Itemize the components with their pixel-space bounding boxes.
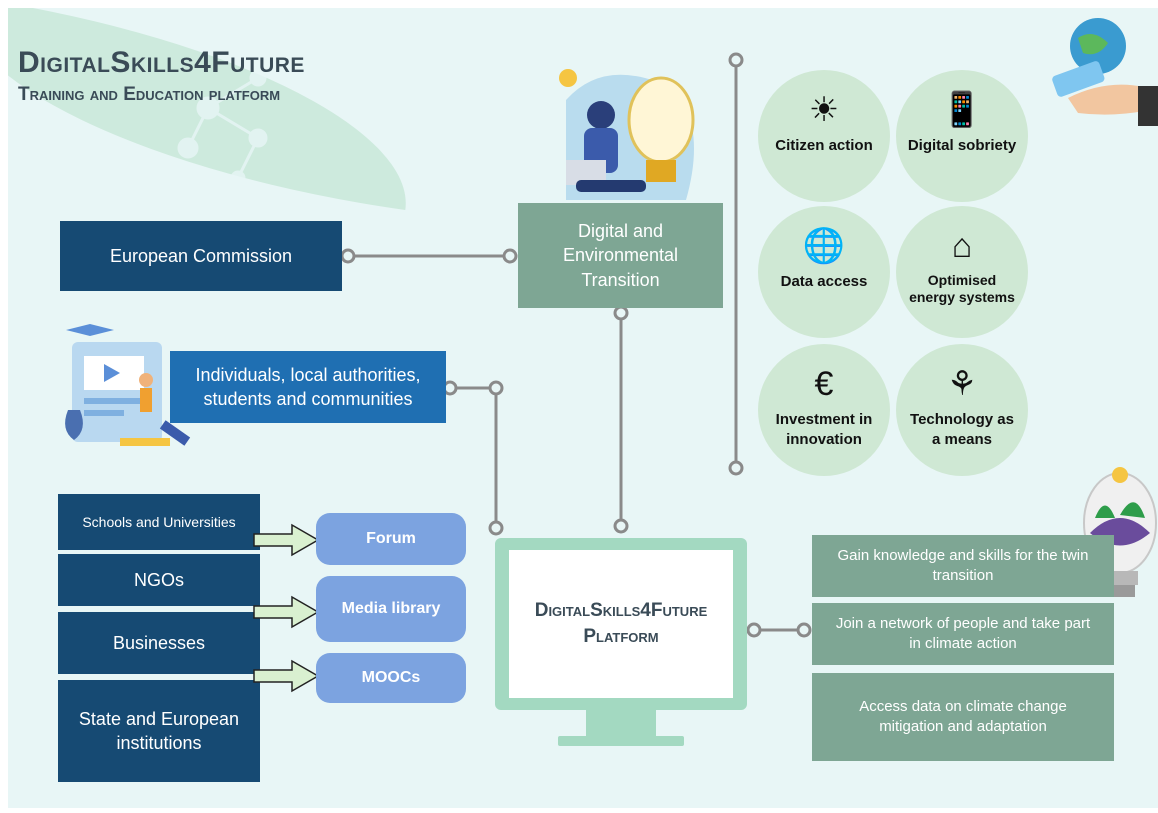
theme-investment: € Investment in innovation [758,344,890,476]
theme-optimised-energy: ⌂ Optimised energy systems [896,206,1028,338]
outcome-label: Gain knowledge and skills for the twin t… [837,546,1089,584]
arrow-to-media-library [253,595,320,629]
arrow-to-forum [253,523,320,557]
page-title: DigitalSkills4Future Training and Educat… [18,46,305,106]
stakeholder-label: State and European institutions [78,708,240,753]
house-plug-icon: ⌂ [951,227,973,265]
connector-lines [340,52,812,638]
arrow-to-moocs [253,659,320,693]
stakeholder-label: Schools and Universities [82,513,236,530]
transition-label: Digital and Environmental Transition [562,221,679,290]
theme-digital-sobriety: 📱 Digital sobriety [896,70,1028,202]
globe-hand-illustration [1052,18,1158,126]
moocs-pill: MOOCs [316,653,466,703]
stakeholder-box-institutions: State and European institutions [58,680,260,782]
diagram-canvas: DigitalSkills4Future Training and Educat… [8,8,1158,808]
hands-euro-icon: € [814,365,834,403]
platform-monitor: DigitalSkills4Future Platform [495,538,747,710]
outcome-label: Join a network of people and take part i… [835,614,1091,652]
platform-screen: DigitalSkills4Future Platform [509,550,733,698]
stakeholder-box-schools: Schools and Universities [58,494,260,550]
outcome-label: Access data on climate change mitigation… [859,697,1067,735]
theme-label: Data access [780,273,868,290]
platform-label-line1: DigitalSkills4Future [534,600,708,622]
platform-label-line2: Platform [583,626,659,647]
monitor-stand [586,710,656,738]
individuals-label: Individuals, local authorities, students… [195,364,421,409]
stakeholder-label: NGOs [133,569,184,590]
outcome-box-knowledge: Gain knowledge and skills for the twin t… [812,535,1114,597]
stakeholder-box-businesses: Businesses [58,612,260,674]
network-graphic [177,69,268,186]
outcome-box-data: Access data on climate change mitigation… [812,673,1114,761]
european-commission-box: European Commission [60,221,342,291]
stakeholder-box-ngos: NGOs [58,554,260,606]
theme-label: Investment in innovation [775,411,873,448]
sun-people-icon: ☀ [808,91,840,129]
theme-data-access: 🌐 Data access [758,206,890,338]
outcome-box-network: Join a network of people and take part i… [812,603,1114,665]
theme-label: Digital sobriety [907,137,1017,154]
student-screen-illustration [65,324,191,446]
european-commission-label: European Commission [109,245,293,266]
theme-label: Technology as a means [910,411,1014,448]
stakeholder-label: Businesses [112,632,206,653]
person-laptop-illustration [559,69,695,200]
phone-leaf-icon: 📱 [940,91,984,129]
individuals-box: Individuals, local authorities, students… [170,351,446,423]
theme-label: Citizen action [775,137,873,154]
theme-technology: ⚘ Technology as a means [896,344,1028,476]
monitor-base [558,736,684,746]
media-library-pill: Media library [316,576,466,642]
globe-icon: 🌐 [802,227,846,265]
tool-label: MOOCs [361,669,421,686]
tool-label: Forum [366,530,416,547]
transition-box: Digital and Environmental Transition [518,203,723,308]
title-sub: Training and Education platform [18,84,281,105]
title-main: DigitalSkills4Future [18,46,305,79]
forum-pill: Forum [316,513,466,565]
plant-phone-icon: ⚘ [946,365,978,403]
tool-label: Media library [341,600,441,617]
theme-citizen-action: ☀ Citizen action [758,70,890,202]
theme-label: Optimised energy systems [909,272,1015,305]
